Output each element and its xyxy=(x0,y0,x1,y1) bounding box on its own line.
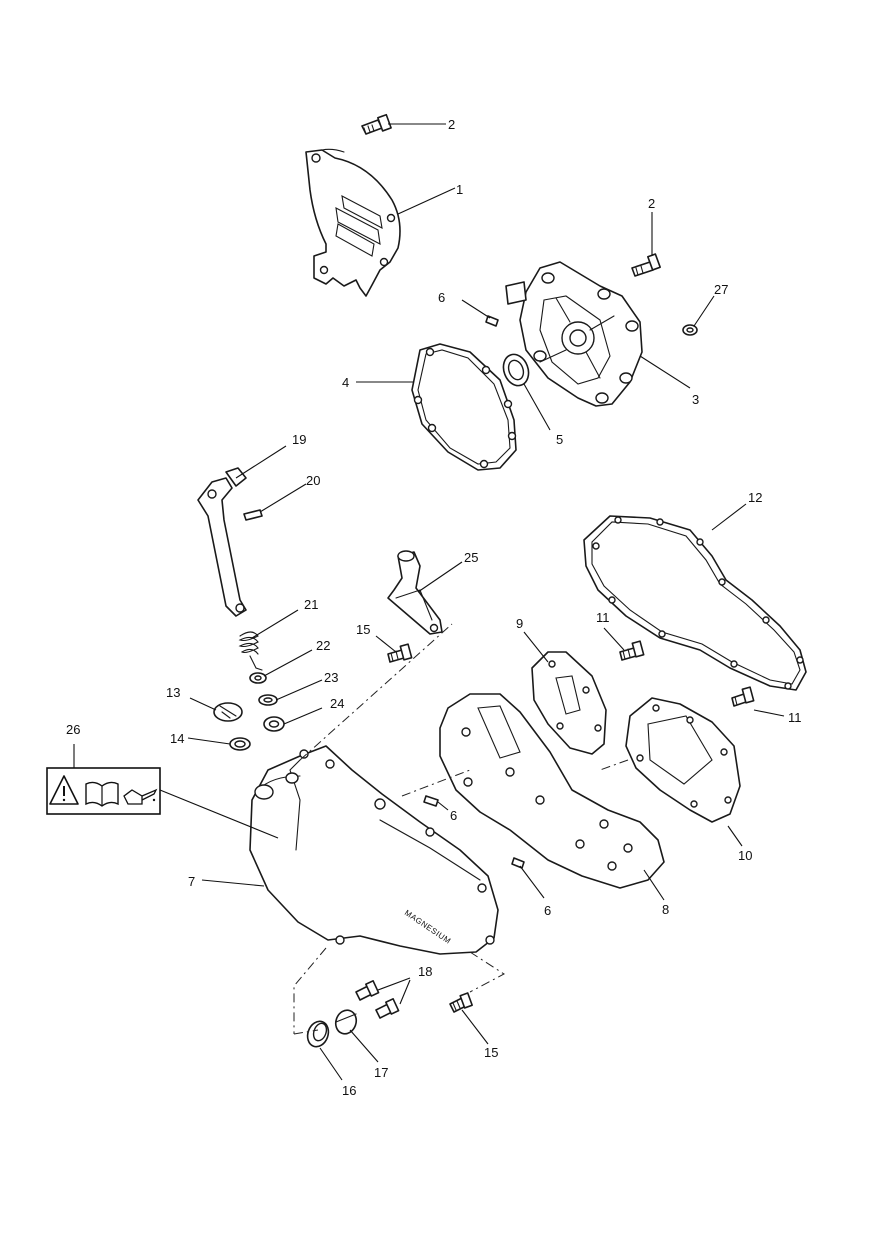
oil-can-icon xyxy=(123,788,158,805)
callout-19: 19 xyxy=(292,432,306,447)
part-24-bush xyxy=(263,716,285,732)
part-4-gasket xyxy=(411,343,517,471)
part-18-screws xyxy=(355,980,400,1019)
part-10-plate xyxy=(625,697,741,823)
callout-26: 26 xyxy=(66,722,80,737)
callout-8: 8 xyxy=(662,902,669,917)
part-6-dowel-low xyxy=(511,857,525,869)
manual-book-icon xyxy=(85,781,119,807)
callout-10: 10 xyxy=(738,848,752,863)
callout-11-right: 11 xyxy=(788,710,802,725)
callout-20: 20 xyxy=(306,473,320,488)
callout-6-mid: 6 xyxy=(450,808,457,823)
leader-lines xyxy=(73,123,785,1081)
part-20-pin xyxy=(243,509,263,521)
callout-2-top: 2 xyxy=(448,117,455,132)
part-21-lever-shaft xyxy=(197,477,247,617)
part-7-clutch-cover: MAGNESIUM xyxy=(249,745,499,955)
callout-6-top: 6 xyxy=(438,290,445,305)
part-2-screw-top xyxy=(361,113,392,135)
callout-3: 3 xyxy=(692,392,699,407)
part-6-dowel-top xyxy=(485,315,499,327)
callout-14: 14 xyxy=(170,731,184,746)
part-15-screw-lower xyxy=(449,992,473,1013)
callout-17: 17 xyxy=(374,1065,388,1080)
callout-22: 22 xyxy=(316,638,330,653)
callout-13: 13 xyxy=(166,685,180,700)
callout-5: 5 xyxy=(556,432,563,447)
part-26-warning-label xyxy=(46,767,161,815)
callout-21: 21 xyxy=(304,597,318,612)
part-6-dowel-mid xyxy=(423,795,439,807)
callout-7: 7 xyxy=(188,874,195,889)
part-17-clip xyxy=(334,1009,358,1035)
part-5-seal xyxy=(502,353,530,387)
callout-15-upper: 15 xyxy=(356,622,370,637)
callout-1: 1 xyxy=(456,182,463,197)
part-2-screw-right xyxy=(631,253,661,277)
part-11-screw-left xyxy=(619,640,645,661)
part-3-bearing-housing xyxy=(505,261,643,407)
warning-triangle-icon xyxy=(49,775,79,805)
callout-9: 9 xyxy=(516,616,523,631)
part-21-spring xyxy=(238,631,263,671)
part-9-plate xyxy=(531,651,607,755)
part-19-clip xyxy=(225,467,247,487)
callout-numbers: 1 2 2 27 6 3 4 5 19 20 12 25 21 9 11 15 … xyxy=(66,117,802,1098)
callout-16: 16 xyxy=(342,1083,356,1098)
part-1-sprocket-cover xyxy=(305,148,401,297)
callout-18: 18 xyxy=(418,964,432,979)
callout-6-low: 6 xyxy=(544,903,551,918)
callout-11-left: 11 xyxy=(596,610,610,625)
callout-2-right: 2 xyxy=(648,196,655,211)
part-13-filler-cap xyxy=(213,702,243,722)
part-11-screw-right xyxy=(731,686,755,707)
callout-25: 25 xyxy=(464,550,478,565)
callout-24: 24 xyxy=(330,696,344,711)
part-16-ring xyxy=(306,1020,330,1048)
part-15-screw-upper xyxy=(387,643,413,663)
callout-4: 4 xyxy=(342,375,349,390)
callout-27: 27 xyxy=(714,282,728,297)
part-8-inner-cover xyxy=(439,693,665,889)
callout-15-lower: 15 xyxy=(484,1045,498,1060)
callout-23: 23 xyxy=(324,670,338,685)
callout-12: 12 xyxy=(748,490,762,505)
part-25-bracket xyxy=(387,550,443,635)
part-12-clutch-gasket xyxy=(583,515,807,691)
